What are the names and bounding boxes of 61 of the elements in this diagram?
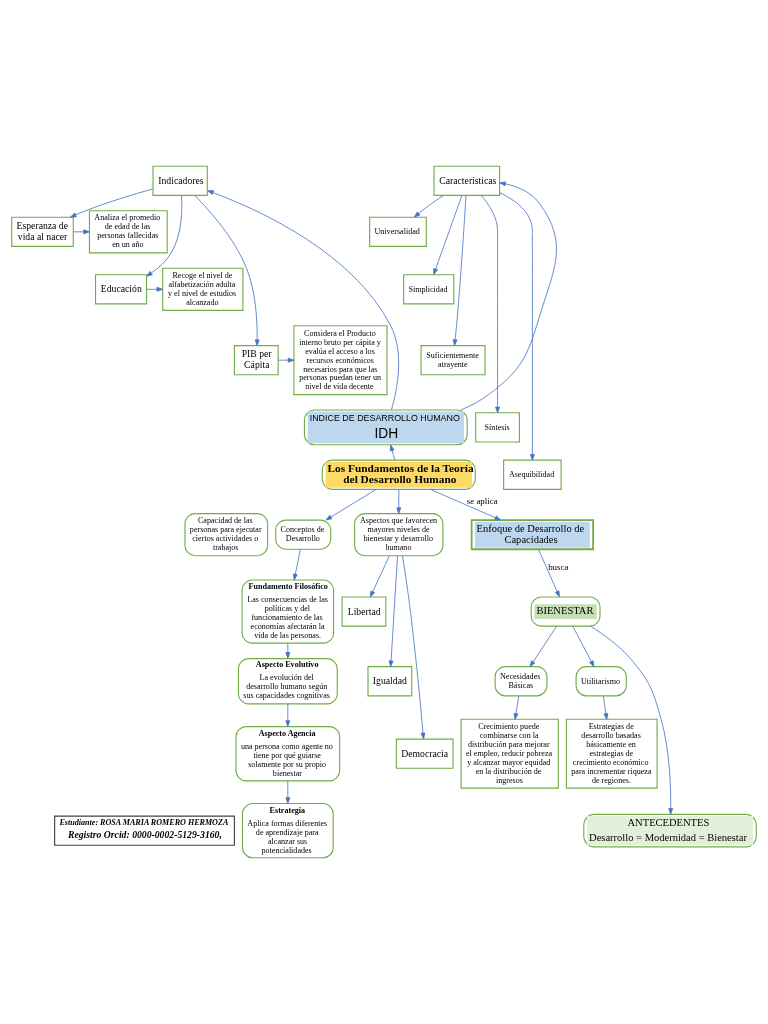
node-box: Indicadores [152, 165, 208, 196]
arrow [572, 626, 595, 667]
arrow [413, 195, 444, 218]
arrow [146, 195, 183, 277]
node-box: Estrategias de desarrollo basadas básicamente en estrategias de crecimiento económico para incrementar riqueza de regiones. [565, 718, 658, 789]
arrow [285, 780, 291, 804]
arrow [70, 188, 154, 218]
node-box: BIENESTAR [530, 596, 601, 627]
node-box: Igualdad [367, 666, 413, 697]
arrow [72, 229, 90, 235]
node-box: Universalidad [369, 216, 427, 247]
arrow [325, 488, 377, 521]
node-box: Recoge el nivel de alfabetización adulta y el nivel de estudios alcanzado [162, 267, 244, 311]
node-box: Simplicidad [403, 274, 455, 305]
arrow [285, 703, 291, 727]
arrow [513, 695, 520, 720]
node-box: Estudiante: ROSA MARIA ROMERO HERMOZA Registro Orcid: 0000-0002-5129-3160, [54, 815, 235, 846]
arrow [433, 195, 463, 275]
node-box: Libertad [341, 596, 387, 627]
node-box: Aspecto Evolutivo La evolución del desarrollo humano según sus capacidades cognitivas [237, 658, 338, 705]
node-box: Esperanza de vida al nacer [11, 216, 74, 247]
arrow [480, 195, 500, 414]
arrow [538, 548, 560, 598]
edge-label: busca [548, 562, 569, 573]
arrow [292, 548, 301, 581]
arrow [285, 642, 291, 659]
arrow [396, 488, 402, 514]
node-box: Democracia [395, 738, 454, 769]
node-box: Capacidad de las personas para ejecutar ciertos actividades o trabajos [184, 513, 269, 557]
arrow [194, 195, 260, 346]
node-box: Analiza el promedio de edad de las personas fallecidas en un año [88, 210, 168, 254]
arrow [389, 444, 396, 461]
node-box: Características [433, 165, 501, 196]
arrow [590, 625, 674, 815]
arrow [402, 555, 426, 740]
arrow [499, 192, 535, 461]
arrow [602, 695, 609, 720]
node-box: Educación [94, 274, 148, 305]
node-box: Estrategia Aplica formas diferentes de aprendizaje para alcanzar sus potencialidades [241, 802, 334, 859]
node-box: Conceptos de Desarrollo [275, 519, 332, 550]
arrow [529, 626, 557, 667]
arrow [146, 286, 164, 292]
node-box: Aspectos que favorecen mayores niveles de bienestar y desarrollo humano [354, 513, 444, 557]
node-box: Síntesis [475, 412, 520, 443]
arrow [388, 555, 398, 667]
node-box: Crecimiento puede combinarse con la distribución para mejorar el empleo, reducir pobreza y alcanzar mayor equidad en la distribución de ingresos [460, 718, 559, 789]
arrow [452, 195, 467, 346]
node-box: PIB per Cápita [233, 345, 279, 376]
arrow [207, 190, 400, 411]
arrow [277, 357, 295, 363]
node-box: Fundamento Filosófico Las consecuencias de las políticas y del funcionamiento de las economías afectarán la vida de las personas. [241, 579, 335, 644]
arrow [460, 181, 557, 411]
node-box: Asequibilidad [503, 459, 562, 490]
edge-label: se aplica [466, 495, 498, 506]
node-box: Suficientemente atrayente [420, 345, 486, 376]
node-box: Aspecto Agencia una persona como agente no tiene por qué guiarse solamente por su propio bienestar [235, 726, 341, 782]
arrow [430, 488, 502, 521]
node-box: Utilitarismo [575, 666, 627, 697]
node-box: Considera el Producto interno bruto per cápita y evalúa el acceso a los recursos económicos necesarios para que las personas puedan tener un nivel de vida decente [293, 325, 388, 396]
node-box: Necesidades Básicas [494, 666, 548, 697]
arrow [369, 555, 390, 598]
